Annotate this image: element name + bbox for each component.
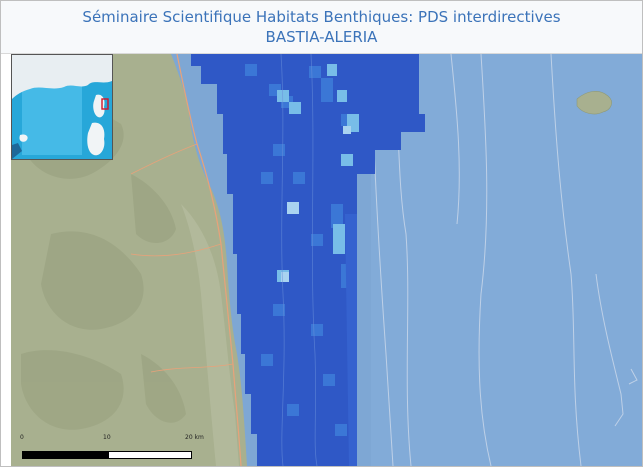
map-header: Séminaire Scientifique Habitats Benthiqu… [1, 1, 642, 54]
habitat-zone-deep [191, 54, 425, 466]
grid-contours [280, 54, 318, 466]
nearshore-strip [345, 214, 357, 466]
map-subtitle: BASTIA-ALERIA [265, 28, 378, 46]
road-network [130, 54, 242, 466]
scale-label-20km: 20 km [185, 434, 204, 441]
island [576, 91, 612, 115]
map-title: Séminaire Scientifique Habitats Benthiqu… [82, 8, 561, 26]
habitat-grid[interactable] [191, 54, 425, 466]
inset-dark-edges [12, 143, 22, 159]
scale-label-0: 0 [20, 434, 24, 441]
scale-segment-black [22, 451, 109, 459]
inset-mainland [12, 55, 112, 99]
coastal-plain [181, 204, 239, 466]
inset-study-area [101, 98, 109, 110]
main-map[interactable] [11, 54, 642, 466]
scale-bar-icon: 0 10 20 km [19, 434, 209, 464]
habitat-cells-pale [281, 126, 351, 282]
scale-segment-white [108, 451, 192, 459]
inset-deep-sea [22, 85, 82, 155]
inset-islands [19, 134, 28, 142]
inset-sardinia [87, 122, 105, 156]
overview-map-icon[interactable] [11, 54, 113, 160]
scale-label-10: 10 [103, 434, 111, 441]
